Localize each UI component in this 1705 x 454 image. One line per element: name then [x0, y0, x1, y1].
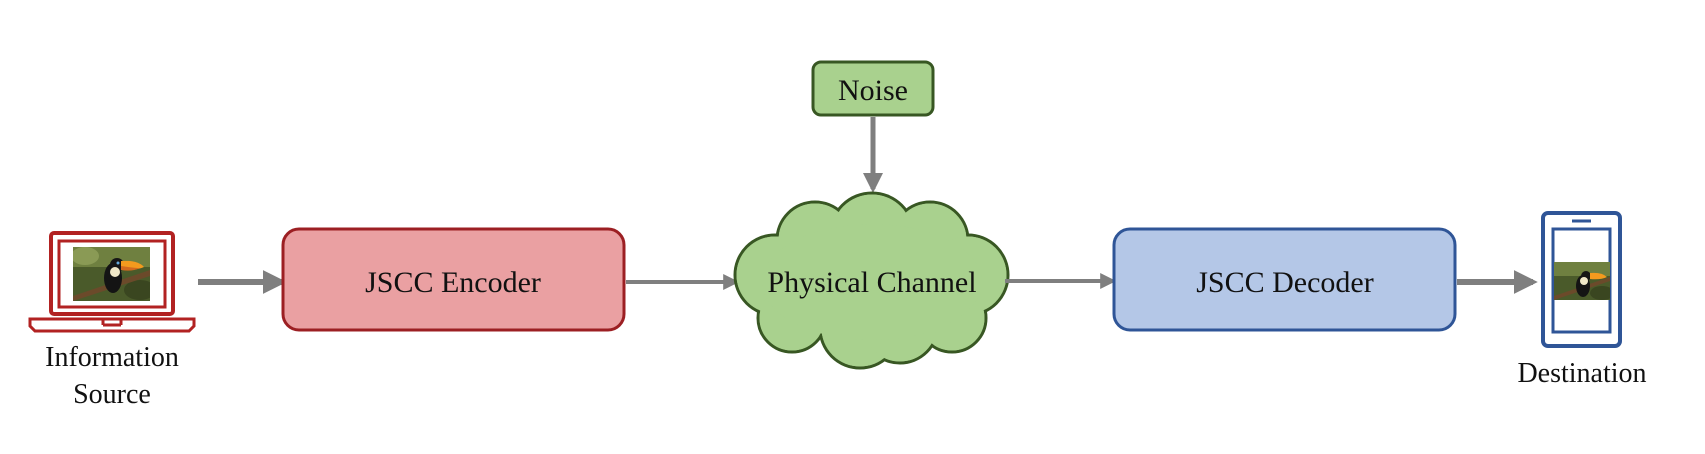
noise-block: Noise	[811, 60, 935, 117]
toucan-photo-thumbnail	[73, 247, 150, 301]
physical-channel-cloud: Physical Channel	[733, 191, 1010, 370]
source-label-line2: Source	[73, 379, 151, 410]
jscc-encoder-block: JSCC Encoder	[281, 227, 626, 332]
toucan-photo-thumbnail-received	[1554, 262, 1610, 300]
jscc-decoder-block: JSCC Decoder	[1112, 227, 1457, 332]
jscc-encoder-label: JSCC Encoder	[365, 266, 541, 299]
destination-label: Destination	[1517, 358, 1646, 389]
laptop-icon	[28, 231, 196, 333]
source-label-line1: Information	[45, 342, 179, 373]
jscc-decoder-label: JSCC Decoder	[1196, 266, 1373, 299]
noise-label: Noise	[838, 74, 908, 107]
physical-channel-label: Physical Channel	[767, 266, 976, 299]
